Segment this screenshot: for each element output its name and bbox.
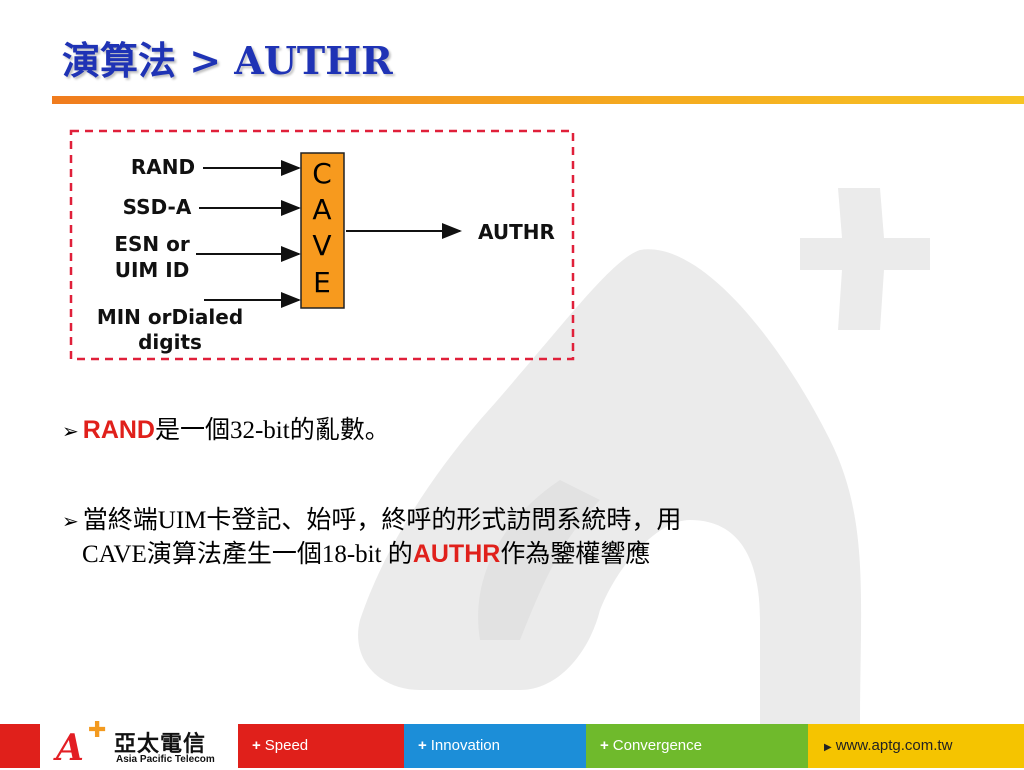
input-label-digits: digits [138, 330, 202, 354]
bullet-arrow-icon: ➢ [62, 421, 79, 443]
plus-icon: + [252, 737, 261, 754]
cave-diagram: RAND SSD-A ESN or UIM ID MIN orDialed di… [69, 129, 575, 361]
title-rule [52, 96, 1024, 104]
cave-letter-a: A [312, 193, 331, 226]
bullet-arrow-icon: ➢ [62, 511, 79, 533]
plus-icon: + [418, 737, 427, 754]
triangle-right-icon: ▶ [824, 742, 832, 753]
input-label-min: MIN orDialed [97, 305, 243, 329]
footer-bar: A ✚ 亞太電信 Asia Pacific Telecom +Speed +In… [0, 718, 1024, 769]
bullet-authr-line2-post: 作為鑒權響應 [500, 541, 651, 568]
cave-box [300, 152, 345, 309]
logo-chinese-name: 亞太電信 [114, 732, 207, 757]
plus-icon: + [600, 737, 609, 754]
logo-plus-icon: ✚ [88, 718, 107, 743]
bullet-authr-line1: 當終端UIM卡登記、始呼，終呼的形式訪問系統時，用 [82, 507, 682, 534]
footer-url-text: www.aptg.com.tw [835, 737, 953, 754]
bullet-authr-line2-pre: CAVE演算法產生一個18-bit 的 [82, 541, 413, 568]
footer-segment-speed: +Speed [238, 724, 404, 768]
footer-segment-convergence: +Convergence [586, 724, 808, 768]
cave-letter-c: C [312, 157, 332, 190]
cave-letter-e: E [313, 266, 331, 299]
bullet-authr-line2: CAVE演算法產生一個18-bit 的AUTHR作為鑒權響應 [62, 538, 922, 571]
bullet-authr-highlight: AUTHR [412, 540, 501, 568]
logo-english-name: Asia Pacific Telecom [116, 754, 215, 765]
input-label-rand: RAND [131, 155, 195, 179]
slide-title: 演算法 > AUTHR [62, 38, 393, 83]
footer-left-accent [0, 724, 40, 768]
input-label-ssd-a: SSD-A [123, 195, 192, 219]
bullet-authr: ➢當終端UIM卡登記、始呼，終呼的形式訪問系統時，用 CAVE演算法產生一個18… [62, 505, 922, 571]
company-logo: A ✚ 亞太電信 Asia Pacific Telecom [40, 718, 238, 769]
footer-segment-speed-label: Speed [264, 737, 309, 754]
footer-segment-innovation: +Innovation [404, 724, 586, 768]
diagram-border [69, 129, 575, 361]
input-label-esn: ESN or [114, 232, 190, 256]
bullet-rand: ➢RAND是一個32-bit的亂數。 [62, 414, 962, 448]
footer-segment-innovation-label: Innovation [430, 737, 500, 754]
footer-segment-convergence-label: Convergence [612, 737, 702, 754]
bullet-rand-text: 是一個32-bit的亂數。 [154, 417, 390, 444]
logo-a-icon: A [56, 727, 84, 769]
cave-letter-v: V [312, 229, 331, 262]
footer-url: ▶www.aptg.com.tw [808, 724, 1024, 768]
input-label-uim-id: UIM ID [115, 258, 190, 282]
bullet-rand-highlight: RAND [82, 416, 155, 444]
output-label-authr: AUTHR [478, 220, 555, 244]
